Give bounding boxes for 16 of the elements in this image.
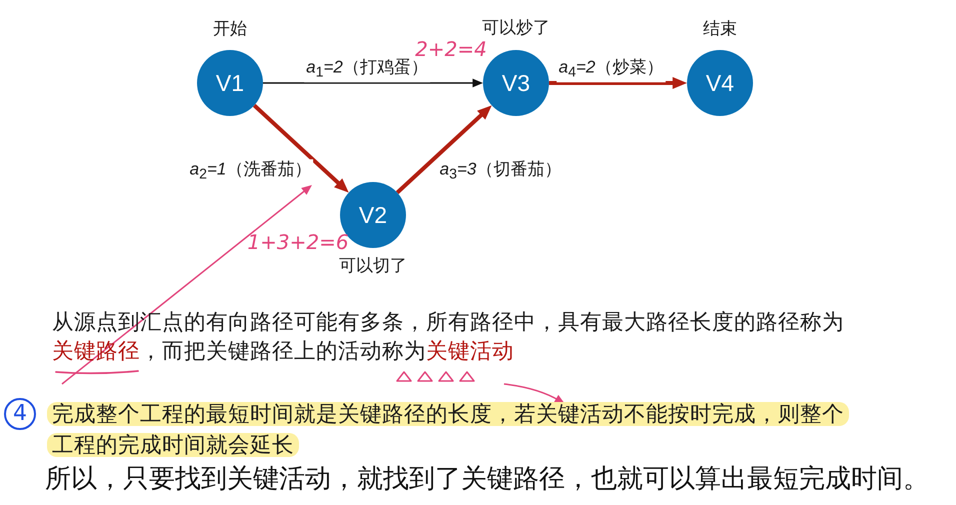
- arrow: [263, 78, 483, 88]
- edge-label: a$_{4}$=2（炒菜）: [556, 57, 666, 83]
- annotation-arrow: [504, 383, 566, 404]
- arrow: [549, 76, 687, 90]
- annotation-arrow: [62, 185, 312, 385]
- vertex-circle: V1: [197, 50, 263, 116]
- node-caption: 可以切了: [339, 256, 407, 276]
- circled-number: 4: [4, 398, 36, 430]
- vertex-circle: V4: [687, 50, 753, 116]
- node-caption: 可以炒了: [482, 18, 550, 38]
- handwritten-note: 所以，只要找到关键活动，就找到了关键路径，也就可以算出最短完成时间。: [45, 463, 929, 495]
- arrow: [396, 105, 492, 194]
- node-caption: 开始: [213, 19, 247, 39]
- node-caption: 结束: [703, 19, 737, 39]
- edge-label: a$_{1}$=2（打鸡蛋）: [304, 57, 430, 83]
- arrow: [252, 104, 349, 193]
